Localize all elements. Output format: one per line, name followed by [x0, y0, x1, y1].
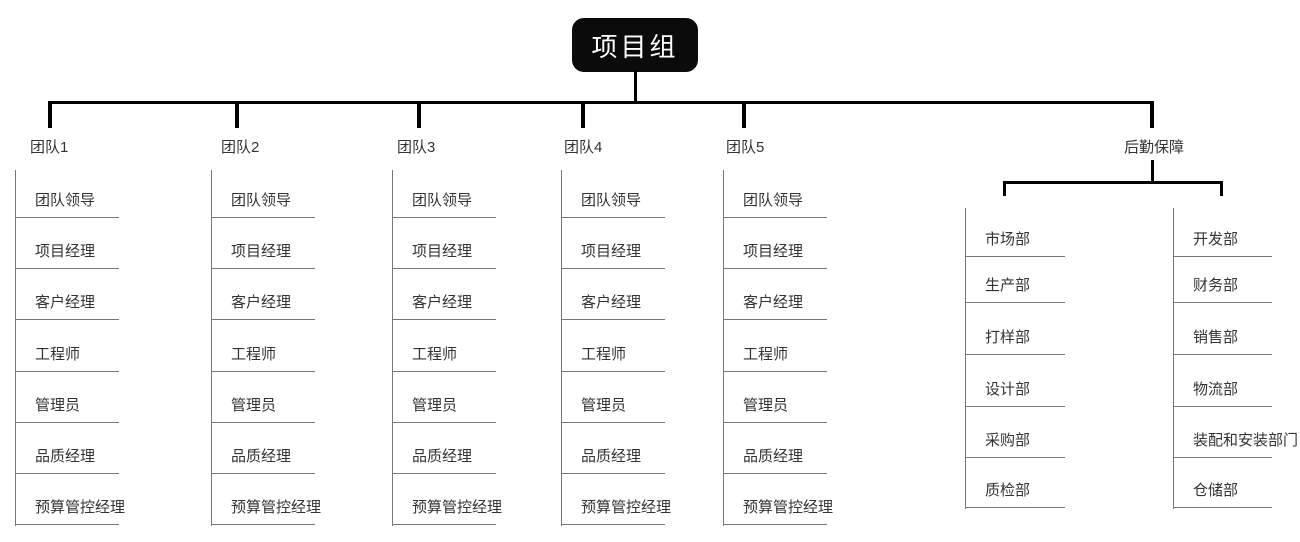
- team3-column: 团队领导 项目经理 客户经理 工程师 管理员 品质经理 预算管控经理: [392, 170, 502, 526]
- org-item: 管理员: [16, 393, 119, 423]
- org-item: 预算管控经理: [562, 495, 671, 525]
- org-item: 工程师: [562, 342, 665, 372]
- org-item: 市场部: [966, 227, 1065, 257]
- team1-column: 团队领导 项目经理 客户经理 工程师 管理员 品质经理 预算管控经理: [15, 170, 125, 526]
- org-item: 预算管控经理: [393, 495, 502, 525]
- org-item: 工程师: [724, 342, 827, 372]
- logistics-right-drop-line: [1220, 181, 1223, 196]
- drop-line-team4: [581, 101, 585, 128]
- team4-column: 团队领导 项目经理 客户经理 工程师 管理员 品质经理 预算管控经理: [561, 170, 671, 526]
- org-item: 开发部: [1174, 227, 1272, 257]
- logistics-right-column: 开发部 财务部 销售部 物流部 装配和安装部门 仓储部: [1173, 208, 1298, 509]
- org-item: 团队领导: [562, 188, 665, 218]
- root-node-label: 项目组: [591, 31, 679, 62]
- drop-line-team1: [48, 101, 52, 128]
- org-item: 品质经理: [393, 444, 496, 474]
- org-item: 管理员: [212, 393, 315, 423]
- org-item: 客户经理: [16, 290, 119, 320]
- team5-column: 团队领导 项目经理 客户经理 工程师 管理员 品质经理 预算管控经理: [723, 170, 833, 526]
- org-item: 管理员: [393, 393, 496, 423]
- drop-line-team3: [417, 101, 421, 128]
- org-item: 销售部: [1174, 325, 1272, 355]
- drop-line-logistics: [1150, 101, 1154, 128]
- team4-label: 团队4: [564, 139, 603, 156]
- org-item: 物流部: [1174, 377, 1272, 407]
- org-item: 品质经理: [212, 444, 315, 474]
- main-horizontal-line: [48, 101, 1154, 104]
- logistics-left-column: 市场部 生产部 打样部 设计部 采购部 质检部: [965, 208, 1065, 509]
- org-item: 项目经理: [212, 239, 315, 269]
- org-item: 预算管控经理: [16, 495, 125, 525]
- logistics-stem-line: [1151, 160, 1154, 183]
- org-item: 仓储部: [1174, 478, 1272, 508]
- org-item: 品质经理: [724, 444, 827, 474]
- org-item: 团队领导: [212, 188, 315, 218]
- team5-label: 团队5: [726, 139, 765, 156]
- org-item: 管理员: [562, 393, 665, 423]
- org-item: 打样部: [966, 325, 1065, 355]
- org-item: 预算管控经理: [212, 495, 321, 525]
- org-item: 预算管控经理: [724, 495, 833, 525]
- org-item: 工程师: [393, 342, 496, 372]
- org-item: 采购部: [966, 428, 1065, 458]
- org-item: 客户经理: [393, 290, 496, 320]
- org-item: 工程师: [212, 342, 315, 372]
- org-item: 财务部: [1174, 273, 1272, 303]
- drop-line-team2: [235, 101, 239, 128]
- org-item: 客户经理: [724, 290, 827, 320]
- org-item: 生产部: [966, 273, 1065, 303]
- org-item: 装配和安装部门: [1174, 428, 1298, 458]
- org-item: 项目经理: [16, 239, 119, 269]
- org-item: 品质经理: [562, 444, 665, 474]
- root-node: 项目组: [572, 18, 698, 72]
- org-item: 项目经理: [562, 239, 665, 269]
- team3-label: 团队3: [397, 139, 436, 156]
- logistics-label: 后勤保障: [1123, 139, 1185, 156]
- org-item: 团队领导: [724, 188, 827, 218]
- drop-line-team5: [742, 101, 746, 128]
- logistics-left-drop-line: [1003, 181, 1006, 196]
- org-item: 质检部: [966, 478, 1065, 508]
- logistics-horizontal-line: [1003, 181, 1223, 184]
- org-item: 团队领导: [16, 188, 119, 218]
- org-item: 客户经理: [212, 290, 315, 320]
- org-item: 工程师: [16, 342, 119, 372]
- root-stem-line: [634, 71, 637, 104]
- org-item: 管理员: [724, 393, 827, 423]
- team1-label: 团队1: [30, 139, 69, 156]
- org-item: 项目经理: [724, 239, 827, 269]
- org-item: 项目经理: [393, 239, 496, 269]
- org-item: 设计部: [966, 377, 1065, 407]
- org-item: 品质经理: [16, 444, 119, 474]
- team2-column: 团队领导 项目经理 客户经理 工程师 管理员 品质经理 预算管控经理: [211, 170, 321, 526]
- org-item: 团队领导: [393, 188, 496, 218]
- org-item: 客户经理: [562, 290, 665, 320]
- team2-label: 团队2: [221, 139, 260, 156]
